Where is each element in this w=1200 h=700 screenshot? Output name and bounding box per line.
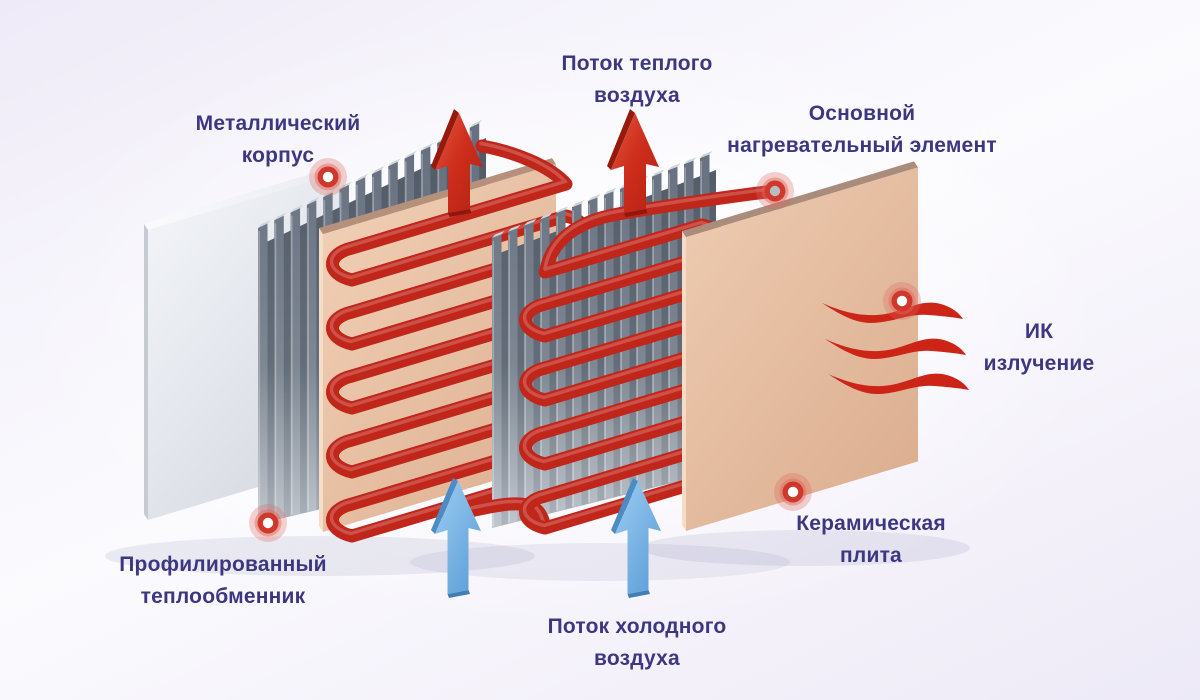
ir-wave-icon bbox=[828, 373, 969, 394]
warm-air-arrow-icon bbox=[607, 109, 659, 217]
ceramic-plate bbox=[682, 161, 918, 531]
label-line: ИК bbox=[1024, 320, 1054, 343]
ground-shadows bbox=[105, 530, 970, 581]
label-profiled-heat-exchanger: Профилированный теплообменник bbox=[119, 549, 326, 613]
callout-main-heater-marker-icon bbox=[756, 172, 794, 210]
callout-metal-housing-marker-icon bbox=[309, 158, 347, 196]
ir-wave-icon bbox=[822, 302, 963, 323]
label-line: воздуха bbox=[594, 647, 680, 670]
label-ir-radiation: ИК излучение bbox=[984, 316, 1095, 380]
cold-air-arrow-icon bbox=[431, 478, 481, 598]
cold-air-arrow-icon bbox=[611, 478, 661, 598]
label-line: теплообменник bbox=[140, 585, 306, 608]
label-line: Профилированный bbox=[119, 553, 327, 576]
label-line: Поток теплого bbox=[561, 52, 713, 75]
callout-heat-exchanger-marker-icon bbox=[249, 504, 287, 542]
label-metal-housing: Металлический корпус bbox=[196, 108, 361, 172]
label-line: Основной bbox=[808, 102, 916, 125]
label-line: нагревательный элемент bbox=[727, 134, 997, 157]
label-line: излучение bbox=[983, 352, 1095, 375]
warm-air-arrow-icon bbox=[431, 109, 483, 217]
label-warm-air-flow: Поток теплого воздуха bbox=[561, 48, 712, 112]
callout-ceramic-plate-marker-icon bbox=[774, 473, 812, 511]
label-line: плита bbox=[840, 544, 902, 567]
label-main-heating-element: Основной нагревательный элемент bbox=[727, 98, 997, 162]
main-heating-coil-tube bbox=[519, 184, 782, 535]
label-line: Керамическая bbox=[796, 512, 946, 535]
label-line: корпус bbox=[241, 144, 315, 167]
label-cold-air-flow: Поток холодного воздуха bbox=[548, 611, 727, 675]
callout-ir-radiation-marker-icon bbox=[883, 282, 921, 320]
label-line: воздуха bbox=[594, 84, 680, 107]
label-ceramic-plate: Керамическая плита bbox=[796, 508, 946, 572]
label-line: Металлический bbox=[195, 112, 361, 135]
ir-wave-icon bbox=[825, 338, 966, 359]
label-line: Поток холодного bbox=[547, 615, 727, 638]
